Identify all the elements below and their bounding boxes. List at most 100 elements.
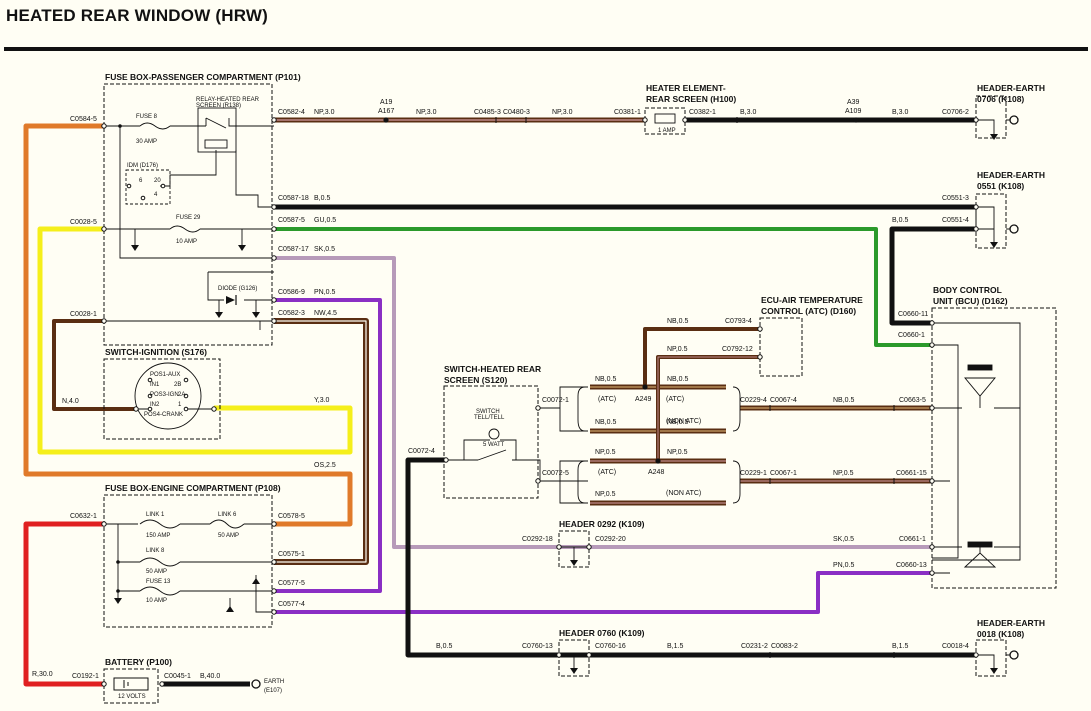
conn-c0587-18: C0587-18 bbox=[278, 195, 309, 202]
label-link6-rating: 50 AMP bbox=[218, 533, 239, 539]
wire-nb05-b: NB,0.5 bbox=[595, 376, 617, 383]
label-ecu-2: CONTROL (ATC) (D160) bbox=[761, 306, 856, 316]
page-title: HEATED REAR WINDOW (HRW) bbox=[6, 6, 268, 25]
conn-c0028-5: C0028-5 bbox=[70, 219, 97, 226]
conn-c0028-1: C0028-1 bbox=[70, 311, 97, 318]
label-relay-1: RELAY-HEATED REAR bbox=[196, 97, 260, 103]
conn-c0229-4: C0229-4 bbox=[740, 397, 767, 404]
wire-b05-a: B,0.5 bbox=[314, 195, 330, 202]
label-idm-20: 20 bbox=[154, 178, 161, 184]
wire-np05-c: NP,0.5 bbox=[667, 449, 688, 456]
conn-c0072-5: C0072-5 bbox=[542, 470, 569, 477]
block-titles: FUSE BOX-PASSENGER COMPARTMENT (P101) SW… bbox=[105, 72, 1045, 667]
conn-c0661-15: C0661-15 bbox=[896, 470, 927, 477]
label-earth-2: (E107) bbox=[264, 688, 282, 694]
wire-nb05-e: NB,0.5 bbox=[667, 419, 689, 426]
component-labels: FUSE 8 30 AMP RELAY-HEATED REAR SCREEN (… bbox=[118, 97, 701, 700]
conn-c0661-1: C0661-1 bbox=[899, 536, 926, 543]
wire-nw45: NW,4.5 bbox=[314, 310, 337, 317]
box-h0760 bbox=[558, 639, 590, 677]
wire-b15-a: B,1.5 bbox=[667, 643, 683, 650]
wire-np05-e: NP,0.5 bbox=[833, 470, 854, 477]
conn-c0584-5: C0584-5 bbox=[70, 116, 97, 123]
label-idm: IDM (D176) bbox=[127, 163, 158, 169]
label-sw-watt: 5 WATT bbox=[483, 442, 505, 448]
label-link1-rating: 150 AMP bbox=[146, 533, 170, 539]
wire-sk05-a: SK,0.5 bbox=[314, 246, 335, 253]
conn-c0292-20: C0292-20 bbox=[595, 536, 626, 543]
label-heater-2: REAR SCREEN (H100) bbox=[646, 94, 736, 104]
box-sw-hrw bbox=[443, 385, 539, 499]
conn-c0632-1: C0632-1 bbox=[70, 513, 97, 520]
label-relay-2: SCREEN (R138) bbox=[196, 103, 241, 109]
label-he0551-2: 0551 (K108) bbox=[977, 181, 1024, 191]
conn-c0663-5: C0663-5 bbox=[899, 397, 926, 404]
label-ign-in2: IN2 bbox=[150, 402, 160, 408]
wire-pn05-a: PN,0.5 bbox=[314, 289, 336, 296]
conn-c0072-4: C0072-4 bbox=[408, 448, 435, 455]
label-atc-3: (ATC) bbox=[598, 469, 616, 476]
label-ign-crank: POS4-CRANK bbox=[144, 412, 183, 418]
wire-orange bbox=[23, 123, 353, 527]
conn-c0582-3: C0582-3 bbox=[278, 310, 305, 317]
label-idm-6: 6 bbox=[139, 178, 143, 184]
label-idm-4: 4 bbox=[154, 192, 158, 198]
conn-c0551-3: C0551-3 bbox=[942, 195, 969, 202]
label-fuse29: FUSE 29 bbox=[176, 215, 201, 221]
wire-np05-d: NP,0.5 bbox=[595, 491, 616, 498]
label-ign-aux: POS1-AUX bbox=[150, 372, 180, 378]
wire-b15-b: B,1.5 bbox=[892, 643, 908, 650]
wire-sk05-b: SK,0.5 bbox=[833, 536, 854, 543]
label-ign-1: 1 bbox=[178, 402, 182, 408]
box-bcu bbox=[931, 307, 1057, 589]
label-ign-2a: 2A bbox=[178, 392, 185, 398]
conn-c0231-2: C0231-2 bbox=[741, 643, 768, 650]
wire-os25: OS,2.5 bbox=[314, 462, 336, 469]
wire-np05-b: NP,0.5 bbox=[595, 449, 616, 456]
label-fuse8: FUSE 8 bbox=[136, 114, 158, 120]
label-link8: LINK 8 bbox=[146, 548, 165, 554]
wire-b05-c: B,0.5 bbox=[436, 643, 452, 650]
conn-a248: A248 bbox=[648, 469, 664, 476]
wires bbox=[23, 117, 977, 687]
label-he0706-2: 0706 (K108) bbox=[977, 94, 1024, 104]
connector-pins bbox=[101, 117, 979, 687]
wire-b05-switch bbox=[405, 457, 976, 658]
splice-dots bbox=[116, 117, 859, 593]
conn-c0229-1: C0229-1 bbox=[740, 470, 767, 477]
wire-y30: Y,3.0 bbox=[314, 397, 330, 404]
conn-c0587-17: C0587-17 bbox=[278, 246, 309, 253]
conn-a19: A19 bbox=[380, 99, 393, 106]
wire-np30-a: NP,3.0 bbox=[314, 109, 335, 116]
conn-c0706-2: C0706-2 bbox=[942, 109, 969, 116]
box-ecu bbox=[759, 317, 803, 377]
box-heater bbox=[644, 107, 686, 135]
box-fuse-pass bbox=[103, 83, 273, 346]
wire-b30: B,3.0 bbox=[740, 109, 756, 116]
label-ign-2b: 2B bbox=[174, 382, 181, 388]
conn-c0587-5: C0587-5 bbox=[278, 217, 305, 224]
wire-pn05-lower bbox=[274, 571, 932, 614]
label-sw-tell-2: TELL/TELL bbox=[474, 415, 505, 421]
conn-c0292-18: C0292-18 bbox=[522, 536, 553, 543]
label-earth-1: EARTH bbox=[264, 679, 284, 685]
box-he0706 bbox=[975, 95, 1007, 139]
conn-c0577-5: C0577-5 bbox=[278, 580, 305, 587]
fuse-symbols bbox=[139, 122, 245, 596]
wire-nb05-f: NB,0.5 bbox=[833, 397, 855, 404]
conn-c0067-4: C0067-4 bbox=[770, 397, 797, 404]
label-link1: LINK 1 bbox=[146, 512, 165, 518]
label-ign-in1: IN1 bbox=[150, 382, 160, 388]
label-heater-1: HEATER ELEMENT- bbox=[646, 83, 726, 93]
box-he0018 bbox=[975, 639, 1007, 677]
wire-red bbox=[23, 521, 104, 687]
conn-c0045-1: C0045-1 bbox=[164, 673, 191, 680]
wire-np30-b: NP,3.0 bbox=[416, 109, 437, 116]
conn-c0072-1: C0072-1 bbox=[542, 397, 569, 404]
wire-gu05: GU,0.5 bbox=[314, 217, 336, 224]
label-nonatc-1: (NON ATC) bbox=[666, 418, 701, 425]
label-fuse13: FUSE 13 bbox=[146, 579, 171, 585]
arrow-markers bbox=[114, 134, 998, 674]
wire-labels: NP,3.0 NP,3.0 NP,3.0 B,3.0 B,3.0 B,0.5 G… bbox=[32, 109, 908, 680]
